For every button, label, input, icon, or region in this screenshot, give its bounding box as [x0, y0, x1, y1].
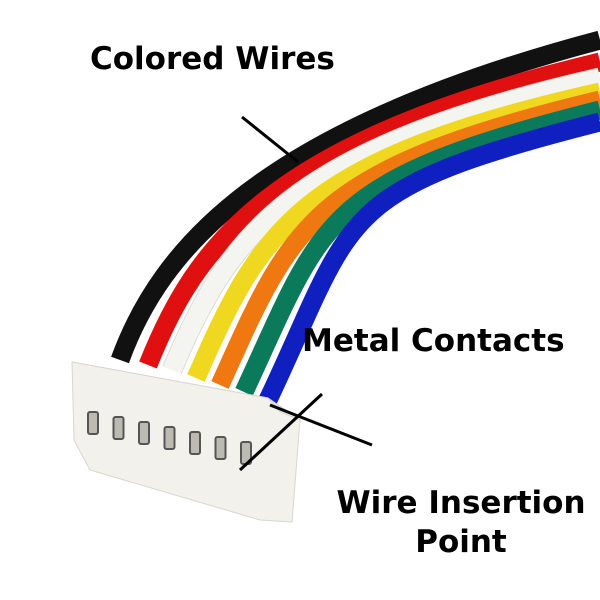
colored-wires	[111, 30, 600, 405]
label-colored-wires: Colored Wires	[90, 41, 335, 77]
metal-contact	[112, 416, 125, 440]
metal-contact	[189, 431, 201, 455]
metal-contacts	[87, 411, 252, 465]
wire-blue	[259, 112, 600, 405]
pointer-line-wires	[241, 115, 299, 164]
label-wire-insertion-point: Wire Insertion Point	[330, 484, 592, 562]
wire-red	[139, 52, 600, 369]
metal-contact	[214, 436, 227, 460]
label-metal-contacts: Metal Contacts	[302, 323, 565, 359]
wire-black	[111, 30, 600, 364]
label-wire-insertion-line1: Wire Insertion	[336, 485, 586, 521]
metal-contact	[138, 421, 150, 445]
wire-green	[235, 100, 600, 397]
connector-housing	[71, 361, 301, 523]
label-wire-insertion-line2: Point	[415, 523, 507, 560]
wire-white	[163, 68, 600, 374]
pointer-line-insertion	[238, 392, 324, 472]
wire-orange	[211, 90, 600, 389]
metal-contact	[87, 411, 99, 435]
pointer-line-contacts	[269, 403, 373, 447]
metal-contact	[163, 426, 176, 450]
